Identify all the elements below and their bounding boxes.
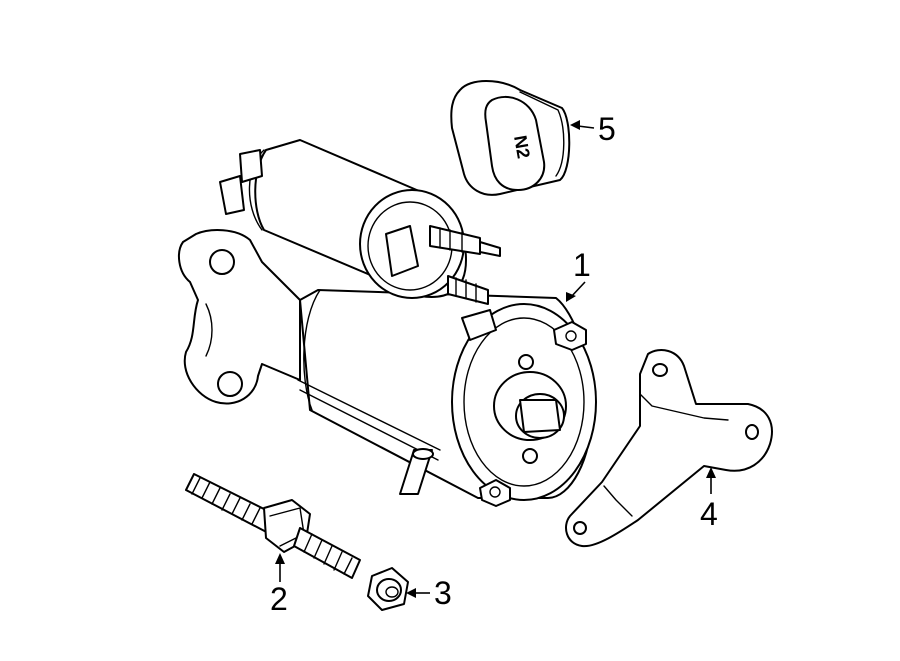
arrowhead-1 [566, 292, 576, 302]
arrowhead-3 [406, 588, 416, 598]
terminal-cover[interactable]: N2 [450, 80, 571, 196]
arrowhead-2 [275, 553, 285, 564]
arrowhead-5 [570, 120, 580, 130]
mounting-bracket[interactable] [565, 349, 773, 548]
cover-stamp-text: N2 [510, 134, 534, 160]
callout-5: 5 [598, 111, 616, 147]
callout-1: 1 [573, 247, 591, 283]
nut[interactable] [367, 567, 409, 611]
callout-2: 2 [270, 581, 288, 617]
stud-bolt[interactable] [185, 473, 361, 579]
leader-5 [577, 125, 595, 129]
starter-motor[interactable] [177, 139, 597, 507]
arrowhead-4 [706, 467, 716, 478]
callout-3: 3 [434, 575, 452, 611]
callout-4: 4 [700, 496, 718, 532]
